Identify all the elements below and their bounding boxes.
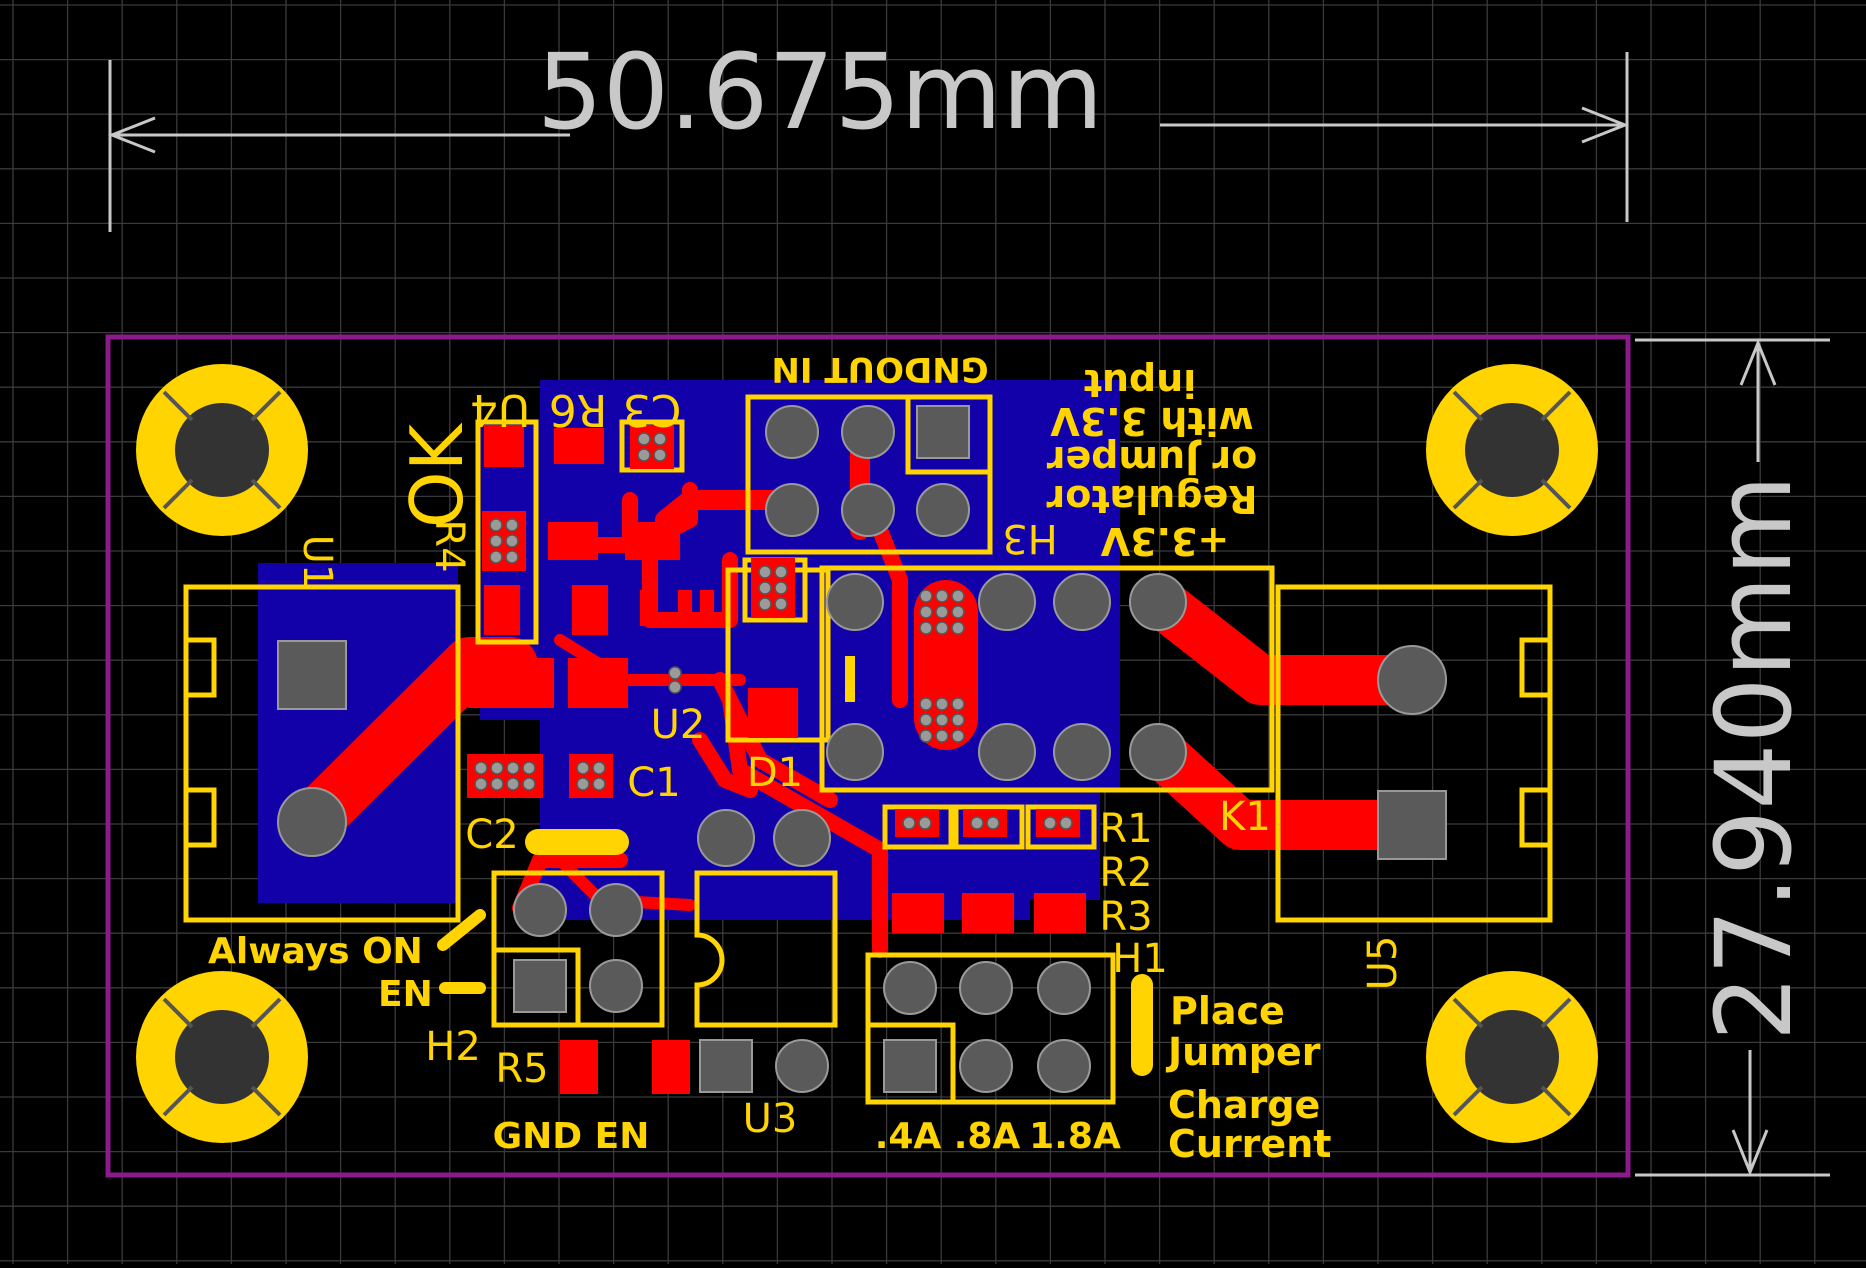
through-hole-pad [978, 573, 1036, 631]
via-cluster [919, 697, 965, 743]
label-k1: K1 [1219, 794, 1271, 840]
through-hole-pad [959, 961, 1013, 1015]
through-hole-pad [513, 959, 567, 1013]
label-c2: C2 [465, 812, 518, 858]
k1-outline [819, 565, 1275, 793]
through-hole-pad [765, 483, 819, 537]
label-jumper: Jumper [1165, 1030, 1321, 1074]
via-cluster [569, 754, 613, 798]
via-cluster [630, 425, 674, 469]
u5-outline [1275, 584, 1553, 923]
label-current-04a: .4A [875, 1116, 942, 1157]
through-hole-pad [883, 1039, 937, 1093]
via-cluster [919, 589, 965, 635]
label-h2: H2 [425, 1024, 481, 1070]
note-line5: input [1084, 361, 1197, 405]
label-h1: H1 [1112, 936, 1168, 982]
via-cluster [1036, 809, 1080, 837]
height-dimension-label: 27.940mm [1693, 475, 1815, 1042]
label-u1: U1 [294, 535, 340, 590]
mounting-hole [136, 364, 308, 536]
note-line1: +3.3V [1100, 519, 1229, 563]
through-hole-pad [1053, 723, 1111, 781]
through-hole-pad [775, 1039, 829, 1093]
through-hole-pad [1053, 573, 1111, 631]
label-current: Current [1168, 1122, 1331, 1166]
through-hole-pad [826, 723, 884, 781]
through-hole-pad [916, 483, 970, 537]
through-hole-pad [978, 723, 1036, 781]
note-line2: Regulator [1046, 477, 1257, 521]
through-hole-pad [883, 961, 937, 1015]
label-c3: C3 [623, 384, 682, 435]
mounting-hole [1426, 364, 1598, 536]
through-hole-pad [1037, 961, 1091, 1015]
through-hole-pad [959, 1039, 1013, 1093]
mounting-hole [1426, 971, 1598, 1143]
label-h3: H3 [1002, 515, 1058, 561]
via-clusters [467, 425, 1080, 837]
label-r2: R2 [1099, 850, 1152, 896]
label-r5: R5 [495, 1046, 548, 1092]
via-cluster [668, 666, 682, 694]
via-cluster [482, 511, 526, 571]
label-u4: U4 [470, 384, 530, 435]
through-hole-pad [826, 573, 884, 631]
label-gnd-out-in: GNDOUT IN [771, 349, 988, 389]
label-u5: U5 [1360, 936, 1406, 991]
through-hole-pad [277, 787, 347, 857]
board-outline [105, 334, 1631, 1178]
label-en: EN [378, 974, 433, 1015]
through-hole-pad [513, 883, 567, 937]
label-u2: U2 [651, 702, 706, 748]
u1-outline [183, 584, 461, 923]
through-hole-pad [1377, 790, 1447, 860]
via-cluster [467, 754, 543, 798]
through-hole-pad [1037, 1039, 1091, 1093]
through-hole-pad [1377, 645, 1447, 715]
label-r3: R3 [1099, 894, 1152, 940]
label-c1: C1 [627, 760, 680, 806]
through-hole-pad [841, 483, 895, 537]
label-r1: R1 [1099, 806, 1152, 852]
note-line4: with 3.3V [1050, 399, 1254, 443]
through-hole-pad [841, 405, 895, 459]
through-hole-pad [1129, 573, 1187, 631]
width-dimension-label: 50.675mm [537, 31, 1104, 153]
label-d1: D1 [747, 750, 803, 796]
through-hole-pad [589, 959, 643, 1013]
label-ok: OK [395, 422, 479, 528]
label-gnd-en: GND EN [493, 1116, 650, 1157]
width-dimension [107, 52, 1630, 232]
through-hole-pad [277, 640, 347, 710]
through-hole-pad [916, 405, 970, 459]
label-r4: R4 [426, 519, 472, 572]
label-u3: U3 [743, 1096, 798, 1142]
through-hole-pad [1129, 723, 1187, 781]
label-charge: Charge [1168, 1083, 1320, 1127]
label-current-08a: .8A [954, 1116, 1021, 1157]
mounting-hole [136, 971, 308, 1143]
u3-outline [694, 870, 838, 1028]
note-line3: or Jumper [1046, 438, 1257, 482]
silkscreen-outlines [183, 394, 1553, 1105]
through-hole-pad [589, 883, 643, 937]
through-hole-pad [765, 405, 819, 459]
height-dimension [1635, 338, 1830, 1177]
label-r6: R6 [549, 384, 608, 435]
through-hole-pad [773, 809, 831, 867]
via-cluster [895, 809, 939, 837]
label-current-18a: 1.8A [1029, 1116, 1121, 1157]
label-place: Place [1170, 989, 1285, 1033]
through-hole-pad [699, 1039, 753, 1093]
mounting-holes [136, 364, 1598, 1143]
label-always-on: Always ON [208, 931, 423, 972]
via-cluster [751, 558, 795, 618]
through-hole-pad [697, 809, 755, 867]
regulator-note: +3.3V Regulator or Jumper with 3.3V inpu… [1046, 361, 1257, 563]
via-cluster [963, 809, 1007, 837]
through-hole-pads [277, 405, 1447, 1093]
